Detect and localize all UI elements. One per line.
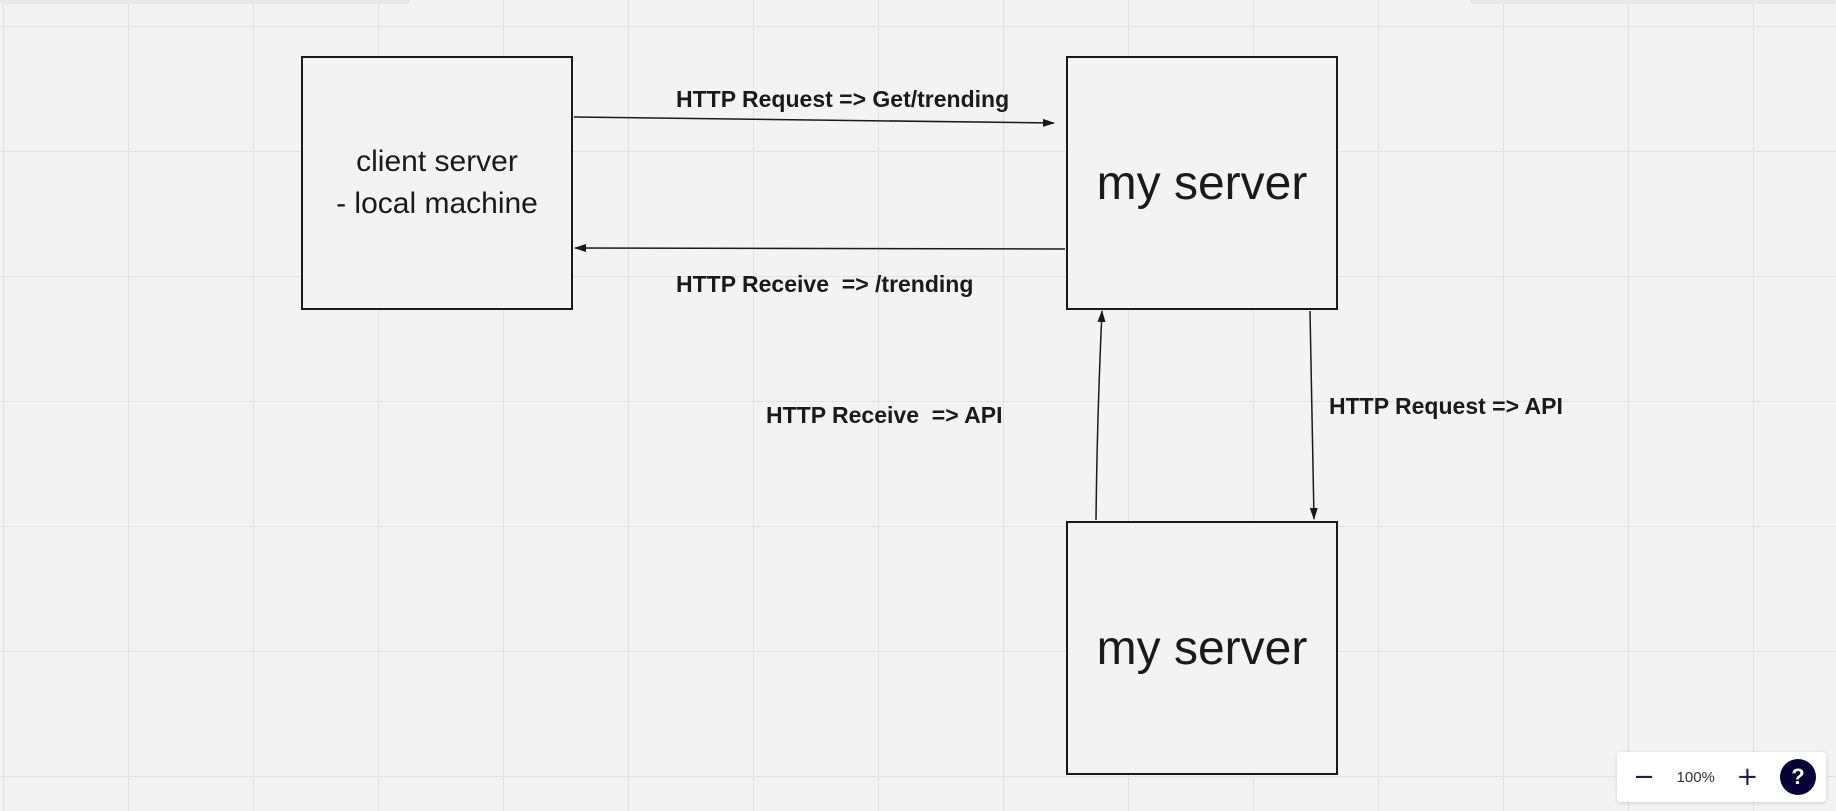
client-server-label-line1: client server <box>356 145 518 178</box>
edge-label-request-trending: HTTP Request => Get/trending <box>676 86 1010 112</box>
question-mark-icon: ? <box>1791 764 1805 789</box>
help-button[interactable]: ? <box>1779 759 1816 795</box>
arrow-request-api[interactable] <box>1309 310 1318 520</box>
arrow-request-trending[interactable] <box>573 116 1055 127</box>
top-toolbar-edge-left <box>0 0 410 4</box>
zoom-level[interactable]: 100% <box>1676 768 1715 786</box>
zoom-out-button[interactable]: − <box>1631 762 1657 792</box>
edge-label-request-api: HTTP Request => API <box>1329 393 1563 419</box>
plus-icon: + <box>1736 762 1759 792</box>
arrow-receive-api[interactable] <box>1095 310 1106 521</box>
my-server-top-label: my server <box>1096 156 1308 210</box>
client-server-node[interactable]: client server - local machine <box>301 56 573 310</box>
edge-label-receive-trending: HTTP Receive => /trending <box>676 271 974 297</box>
arrow-receive-trending[interactable] <box>574 244 1066 253</box>
my-server-top-node[interactable]: my server <box>1066 56 1338 310</box>
zoom-controls: − 100% + ? <box>1617 752 1826 802</box>
top-toolbar-edge-right <box>1470 0 1836 4</box>
zoom-in-button[interactable]: + <box>1734 762 1760 792</box>
my-server-bottom-label: my server <box>1096 621 1308 675</box>
my-server-bottom-node[interactable]: my server <box>1066 521 1338 775</box>
edge-label-receive-api: HTTP Receive => API <box>766 402 1003 428</box>
minus-icon: − <box>1633 762 1655 792</box>
client-server-label-line2: - local machine <box>336 187 538 220</box>
